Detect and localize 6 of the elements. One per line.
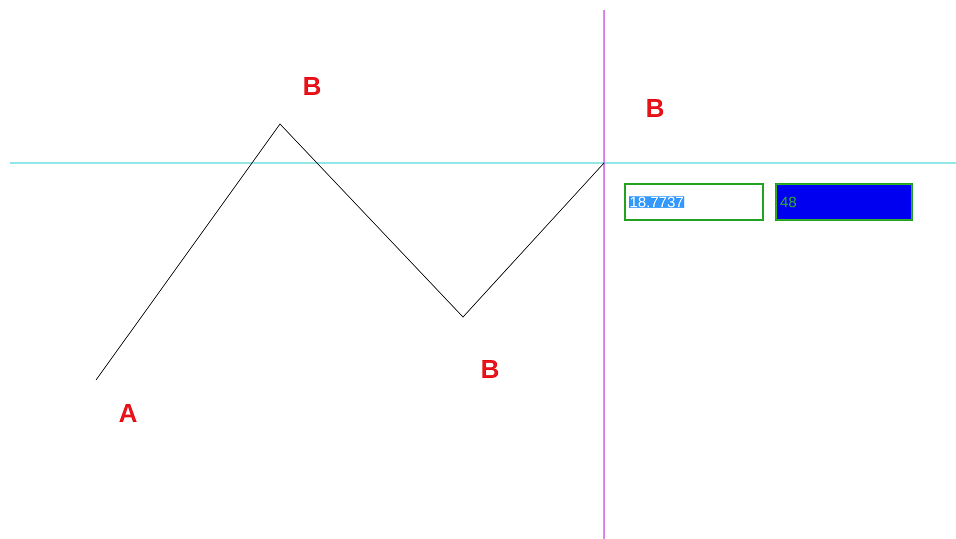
point-label: B (647, 99, 664, 117)
input-field: 18.7737 (624, 183, 764, 221)
point-label: A (119, 404, 137, 422)
input-field: 48 (775, 183, 913, 221)
point-label: B (304, 77, 320, 95)
point-label: B (482, 360, 498, 378)
